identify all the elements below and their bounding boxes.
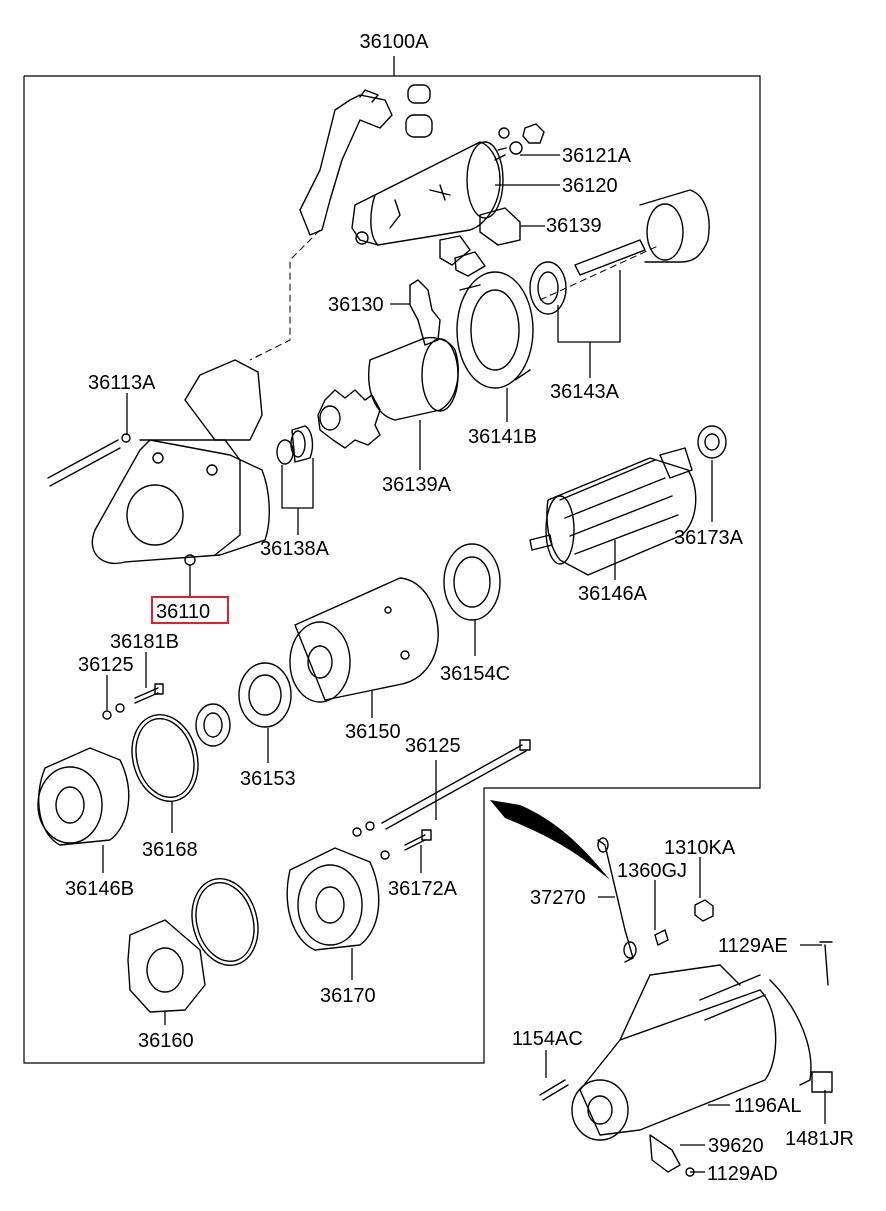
- nut-1310ka: [694, 899, 714, 922]
- label-36139A[interactable]: 36139A: [382, 474, 452, 496]
- label-36146B[interactable]: 36146B: [65, 878, 134, 900]
- brush-holder: [127, 919, 206, 1013]
- rear-end-frame: [37, 747, 130, 846]
- label-36125-upper[interactable]: 36125: [78, 654, 134, 676]
- label-1360GJ[interactable]: 1360GJ: [617, 860, 687, 882]
- through-bolt: [352, 739, 531, 860]
- label-36110[interactable]: 36110: [156, 601, 210, 623]
- yoke: [289, 577, 439, 703]
- label-36138A[interactable]: 36138A: [260, 538, 330, 560]
- bolt-1129ae: [819, 941, 833, 986]
- label-36168[interactable]: 36168: [142, 839, 198, 861]
- o-ring-rear: [131, 713, 199, 803]
- brush-holder-housing: [286, 847, 380, 951]
- leader-lines: [102, 154, 826, 1173]
- label-1129AE[interactable]: 1129AE: [718, 935, 788, 957]
- assembly-frame: [23, 75, 761, 1064]
- armature: [529, 425, 727, 576]
- label-36160[interactable]: 36160: [138, 1030, 194, 1052]
- label-36154C[interactable]: 36154C: [440, 663, 510, 685]
- label-1481JR[interactable]: 1481JR: [785, 1128, 854, 1150]
- front-housing: [47, 359, 270, 566]
- label-36170[interactable]: 36170: [320, 985, 376, 1007]
- solenoid-switch: [299, 84, 545, 246]
- label-36146A[interactable]: 36146A: [578, 583, 648, 605]
- guide-line-shaft: [539, 244, 661, 301]
- label-36120[interactable]: 36120: [562, 175, 618, 197]
- label-36173A[interactable]: 36173A: [674, 527, 744, 549]
- label-36150[interactable]: 36150: [345, 721, 401, 743]
- label-36141B[interactable]: 36141B: [468, 426, 537, 448]
- label-1196AL[interactable]: 1196AL: [734, 1095, 801, 1117]
- small-fasteners: [102, 683, 164, 720]
- label-36125-lower[interactable]: 36125: [405, 735, 461, 757]
- drive-shaft: [529, 189, 710, 315]
- snap-ring-collar: [276, 425, 314, 465]
- o-ring-front: [191, 877, 259, 967]
- title-label[interactable]: 36100A: [360, 31, 430, 53]
- label-39620[interactable]: 39620: [708, 1135, 764, 1157]
- highlight-box-36110: [151, 596, 229, 624]
- label-36143A[interactable]: 36143A: [550, 381, 620, 403]
- center-housing: [456, 271, 534, 389]
- direction-arrow: [490, 800, 610, 880]
- bearings: [195, 543, 501, 747]
- label-36181B[interactable]: 36181B: [110, 631, 179, 653]
- label-1310KA[interactable]: 1310KA: [664, 837, 736, 859]
- o-ring-front-inner: [195, 881, 255, 963]
- guide-line-solenoid: [249, 229, 321, 361]
- o-ring-rear-inner: [135, 717, 195, 799]
- label-36172A[interactable]: 36172A: [388, 878, 458, 900]
- label-36153[interactable]: 36153: [240, 768, 296, 790]
- label-1154AC[interactable]: 1154AC: [512, 1028, 583, 1050]
- terminal-clips: [439, 207, 521, 277]
- assembled-starter: [539, 964, 833, 1177]
- label-1129AD[interactable]: 1129AD: [707, 1163, 778, 1185]
- battery-cable: [597, 837, 637, 963]
- label-36130[interactable]: 36130: [328, 294, 384, 316]
- washer-1360gj: [654, 929, 669, 946]
- shift-lever: [409, 279, 441, 346]
- label-36113A[interactable]: 36113A: [88, 372, 156, 394]
- label-36139[interactable]: 36139: [546, 215, 602, 237]
- pinion-clutch: [317, 337, 459, 449]
- label-36121A[interactable]: 36121A: [562, 145, 632, 167]
- label-37270[interactable]: 37270: [530, 887, 586, 909]
